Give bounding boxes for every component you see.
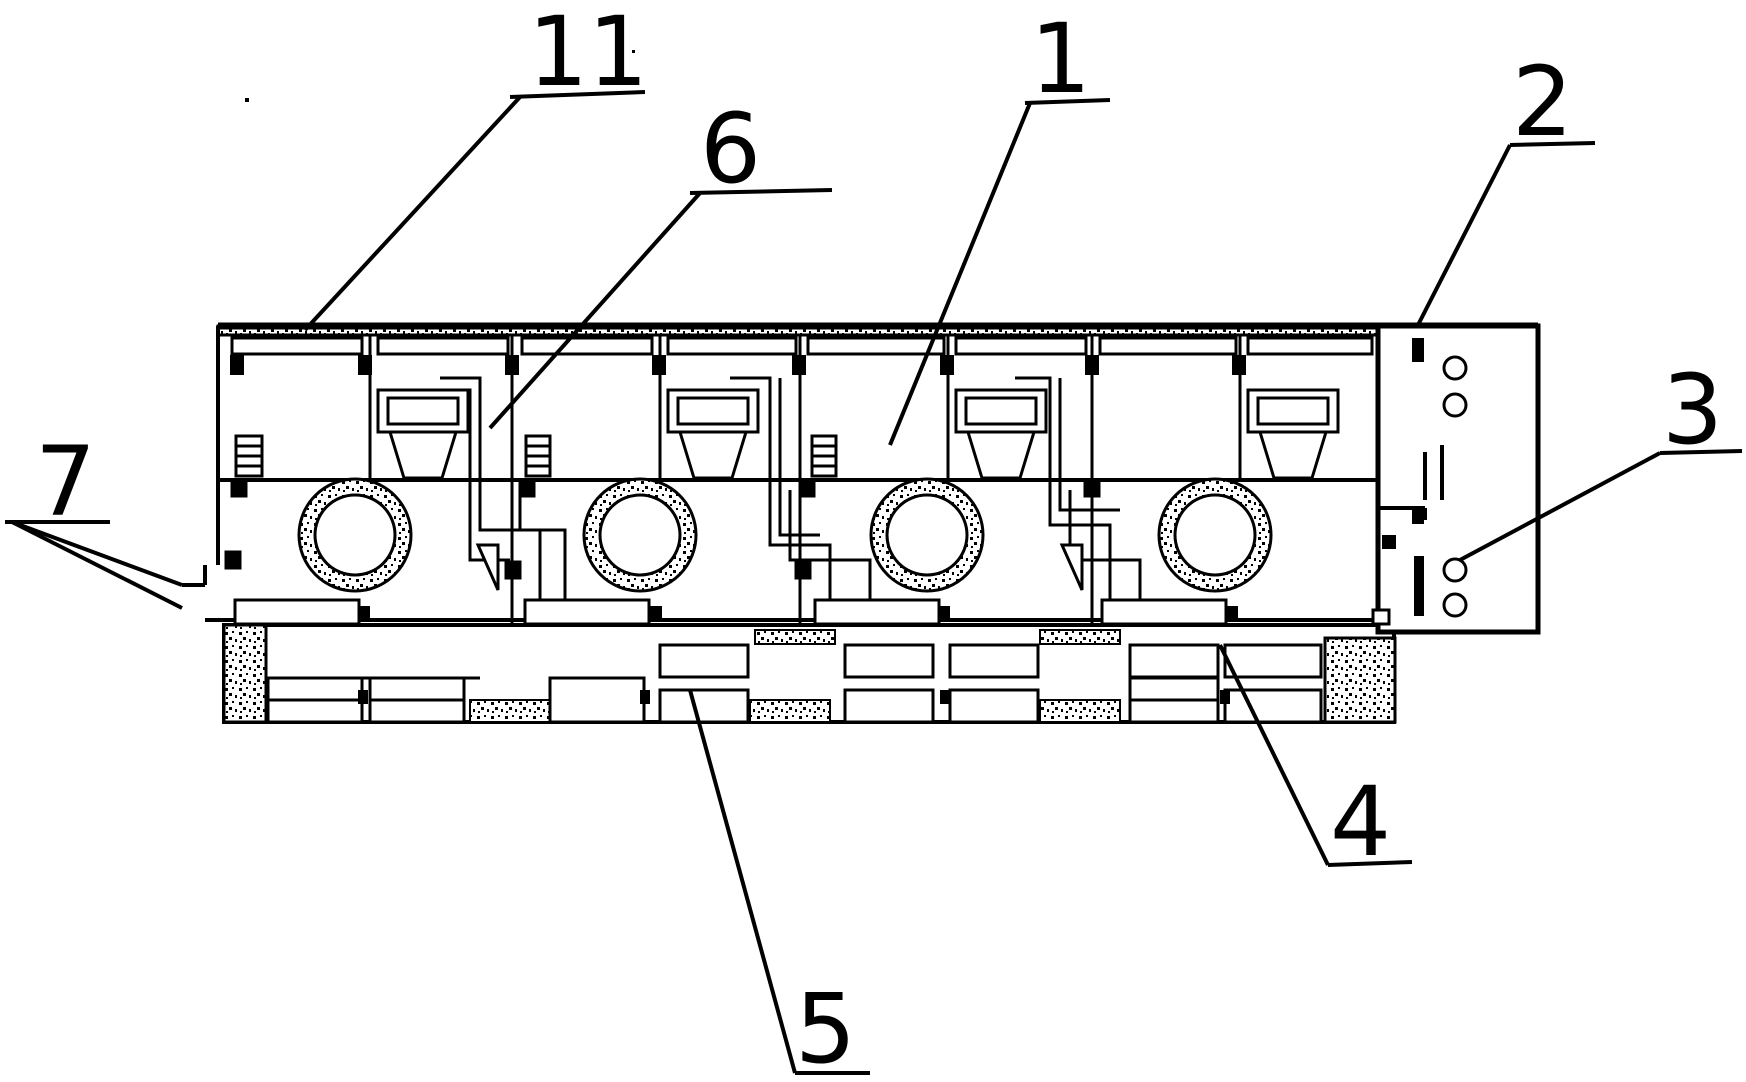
callout-5: 5 [795, 973, 856, 1082]
front-storage-strip [222, 623, 1397, 724]
callout-11: 11 [528, 0, 648, 108]
callout-3: 3 [1662, 354, 1723, 466]
scan-specks [245, 50, 635, 102]
callout-6: 6 [700, 93, 761, 205]
base-plates [233, 598, 1238, 626]
pipe-routing [224, 376, 1142, 600]
cylinder-tanks [297, 477, 1273, 593]
callout-labels: 11 6 1 2 3 7 4 5 [35, 0, 1723, 1082]
leader-lines [5, 90, 1743, 1075]
callout-7: 7 [35, 426, 96, 538]
callout-4: 4 [1330, 766, 1391, 878]
callout-2: 2 [1512, 46, 1573, 158]
main-hall [182, 322, 1538, 630]
hopper-units [234, 388, 1340, 480]
callout-1: 1 [1030, 3, 1091, 115]
side-annex [1371, 323, 1541, 635]
